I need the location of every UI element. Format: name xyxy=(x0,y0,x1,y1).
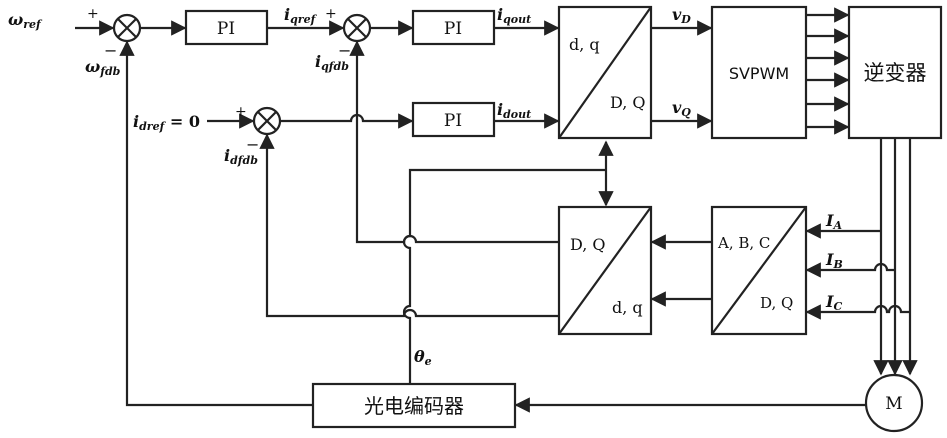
pi-speed-block: PI xyxy=(184,9,269,46)
svpwm-label: SVPWM xyxy=(729,64,789,83)
pi-speed-label: PI xyxy=(217,19,235,39)
forward-wires xyxy=(75,20,713,129)
ic-label: IC xyxy=(825,292,842,313)
speed-sum-junction xyxy=(112,13,142,43)
ib-label: IB xyxy=(825,250,843,271)
vd-label: vD xyxy=(672,5,691,26)
q-minus-sign: − xyxy=(338,41,351,60)
theta-label: θe xyxy=(414,347,432,368)
iq-ref-label: iqref xyxy=(284,5,318,26)
motor-label: M xyxy=(885,394,902,414)
pwm-signal-arrows xyxy=(806,7,850,135)
current-feedback-wires xyxy=(259,40,559,318)
pi-d-block: PI xyxy=(411,101,496,138)
park-top-label: D, Q xyxy=(570,235,606,254)
inverse-park-block: d, q D, Q xyxy=(557,5,653,140)
q-plus-sign: + xyxy=(325,6,337,22)
speed-minus-sign: − xyxy=(104,41,117,60)
motor-block: M xyxy=(864,373,924,433)
inverter-label: 逆变器 xyxy=(864,61,927,85)
encoder-label: 光电编码器 xyxy=(364,394,464,418)
d-plus-sign: + xyxy=(235,104,247,120)
clarke-to-park-wires xyxy=(650,234,712,307)
clarke-bottom-label: D, Q xyxy=(760,294,793,312)
iq-out-label: iqout xyxy=(497,5,531,26)
inverse-park-top-label: d, q xyxy=(569,35,600,54)
pi-q-block: PI xyxy=(411,9,496,46)
w-ref-label: ωref xyxy=(8,10,43,31)
clarke-block: A, B, C D, Q xyxy=(710,205,808,336)
d-minus-sign: − xyxy=(246,135,259,154)
pi-q-label: PI xyxy=(444,19,462,39)
svpwm-block: SVPWM xyxy=(710,5,808,140)
phase-wires xyxy=(873,138,918,376)
d-sum-junction xyxy=(252,106,282,136)
q-sum-junction xyxy=(342,13,372,43)
park-bottom-label: d, q xyxy=(612,298,643,317)
id-out-label: idout xyxy=(497,100,531,121)
id-fdb-label: idfdb xyxy=(224,146,258,167)
inverter-block: 逆变器 xyxy=(847,5,943,140)
w-fdb-label: ωfdb xyxy=(85,57,121,78)
speed-plus-sign: + xyxy=(87,6,99,22)
signal-labels: ωref ωfdb iqref iqfdb idref = 0 idfdb iq… xyxy=(8,5,843,368)
inverse-park-bottom-label: D, Q xyxy=(610,93,646,112)
park-block: D, Q d, q xyxy=(557,205,653,336)
speed-feedback-wires xyxy=(119,40,866,413)
pi-d-label: PI xyxy=(444,111,462,131)
clarke-top-label: A, B, C xyxy=(717,234,770,252)
ia-label: IA xyxy=(825,211,842,232)
iq-fdb-label: iqfdb xyxy=(315,52,349,73)
encoder-block: 光电编码器 xyxy=(311,382,517,429)
junction-signs: + − + − + − xyxy=(87,6,351,154)
current-taps xyxy=(805,223,910,320)
vq-label: vQ xyxy=(672,98,691,119)
id-ref-label: idref = 0 xyxy=(133,112,200,133)
